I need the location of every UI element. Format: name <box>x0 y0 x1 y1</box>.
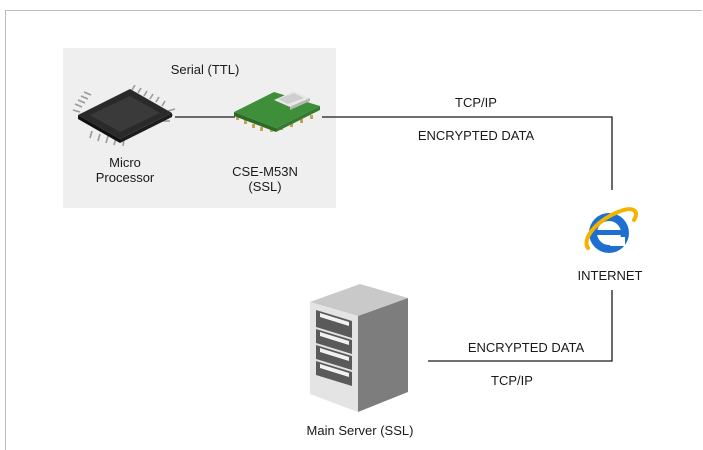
encrypted-bottom-label: ENCRYPTED DATA <box>467 340 585 355</box>
micro-label-line1: Micro <box>109 155 141 170</box>
module-label-line2: (SSL) <box>248 179 282 194</box>
encrypted-top-label: ENCRYPTED DATA <box>417 128 535 143</box>
micro-label-line2: Processor <box>95 170 155 185</box>
module-label-line1: CSE-M53N <box>232 164 298 179</box>
internet-explorer-icon <box>584 207 638 253</box>
server-label: Main Server (SSL) <box>306 423 414 438</box>
chip-icon <box>72 85 176 147</box>
tcp-line-bottom <box>428 290 613 362</box>
tcpip-bottom-label: TCP/IP <box>491 373 533 388</box>
tcpip-top-label: TCP/IP <box>455 95 497 110</box>
tcp-line-top <box>322 116 613 190</box>
server-tower-icon <box>310 284 408 412</box>
serial-label: Serial (TTL) <box>170 62 240 77</box>
diagram-frame <box>5 10 702 450</box>
internet-label: INTERNET <box>577 268 643 283</box>
module-board-icon <box>234 91 320 132</box>
